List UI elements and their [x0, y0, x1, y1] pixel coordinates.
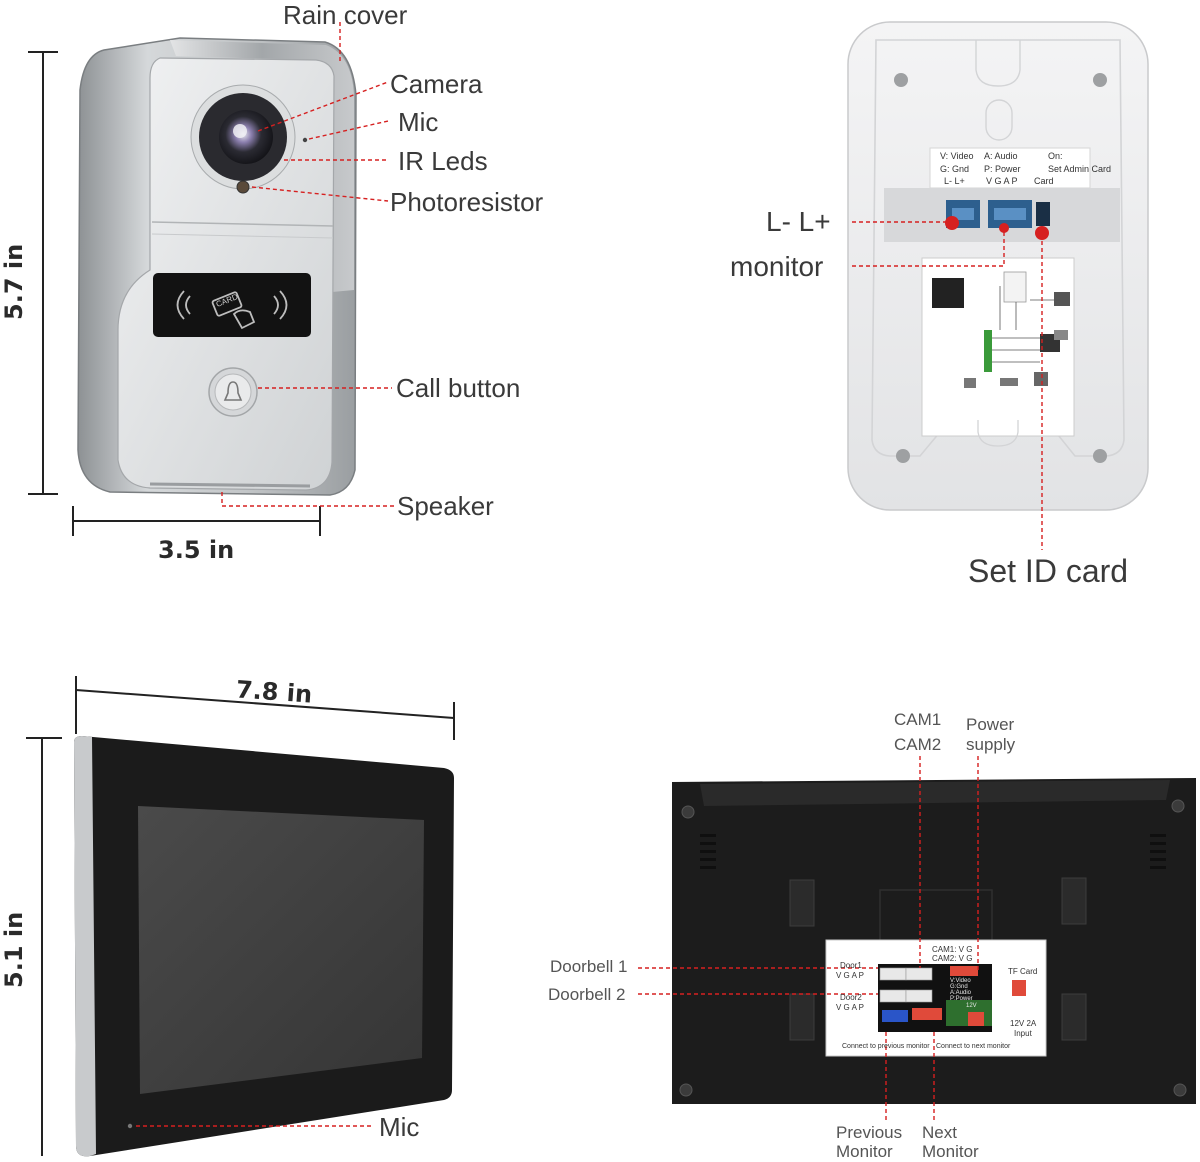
rain-cover-label: Rain cover	[283, 0, 408, 30]
legend-gnd: G: Gnd	[940, 164, 970, 174]
doorbell-2-label: Doorbell 2	[548, 985, 626, 1004]
previous-monitor-label-1: Previous	[836, 1123, 903, 1142]
doorbell-1-label: Doorbell 1	[550, 957, 628, 976]
cam2-label: CAM2	[894, 735, 942, 754]
panel-door1-vgap: V G A P	[836, 971, 865, 980]
mounting-hook	[789, 877, 1087, 1041]
screw-icon	[1171, 799, 1185, 813]
panel-legend-1: V:Video	[950, 978, 971, 984]
mic-label: Mic	[398, 107, 439, 137]
previous-monitor-connector	[882, 1010, 908, 1022]
mounting-slot	[985, 99, 1013, 141]
panel-legend-4: P:Power	[950, 996, 973, 1002]
camera-icon	[219, 110, 273, 164]
l-minus-plus-label: L- L+	[766, 206, 831, 237]
set-id-card-label: Set ID card	[968, 553, 1129, 589]
power-input-connector	[968, 1012, 984, 1026]
panel-legend-5: 12V	[966, 1003, 977, 1009]
bell-icon	[223, 381, 243, 401]
power-supply-label-2: supply	[966, 735, 1016, 754]
panel-power-in-1: 12V 2A	[1010, 1019, 1037, 1028]
panel-connect-previous: Connect to previous monitor	[842, 1043, 930, 1050]
panel-connect-next: Connect to next monitor	[936, 1043, 1011, 1050]
photoresistor-label: Photoresistor	[390, 187, 544, 217]
next-monitor-label-1: Next	[922, 1123, 957, 1142]
panel-door2-vgap: V G A P	[836, 1003, 865, 1012]
previous-monitor-label-2: Monitor	[836, 1142, 893, 1161]
ir-leds-label: IR Leds	[398, 146, 488, 176]
legend-on: On:	[1048, 151, 1063, 161]
admin-card-button[interactable]	[1036, 202, 1050, 226]
monitor-label: monitor	[730, 251, 824, 282]
screw-hole	[1093, 449, 1107, 463]
power-supply-label-1: Power	[966, 715, 1015, 734]
cam1-label: CAM1	[894, 710, 942, 729]
monitor-front-unit	[26, 676, 455, 1157]
doorbell-width-dimension: 3.5 in	[158, 536, 235, 564]
monitor-width-dim-line	[75, 689, 455, 719]
panel-power-in-2: Input	[1014, 1029, 1032, 1038]
panel-tf-card: TF Card	[1008, 967, 1038, 976]
call-button[interactable]	[214, 373, 252, 411]
vent-grille	[700, 834, 1166, 869]
monitor-terminal-marker	[999, 223, 1009, 233]
screw-hole	[1093, 73, 1107, 87]
legend-l-pair: L- L+	[944, 176, 965, 186]
panel-door1: Door1	[840, 961, 862, 970]
next-monitor-label-2: Monitor	[922, 1142, 979, 1161]
terminal-legend-label	[929, 147, 1091, 189]
panel-legend-3: A:Audio	[950, 990, 972, 996]
set-id-card-marker	[1035, 226, 1049, 240]
screw-icon	[679, 1083, 693, 1097]
l-terminal-marker	[945, 216, 959, 230]
mic-hole	[302, 137, 308, 143]
rfid-reader	[153, 273, 311, 337]
call-button-label: Call button	[396, 373, 521, 403]
legend-card: Card	[1034, 176, 1054, 186]
monitor-back-unit	[672, 778, 1196, 1104]
legend-audio: A: Audio	[984, 151, 1018, 161]
doorbell-height-dimension: 5.7 in	[0, 243, 28, 320]
speaker-label: Speaker	[397, 491, 494, 521]
monitor-width-dimension: 7.8 in	[235, 675, 314, 709]
monitor-mic-hole	[127, 1123, 133, 1129]
cam-connector	[950, 966, 978, 976]
door1-connector	[879, 967, 907, 981]
panel-cam2: CAM2: V G	[932, 954, 973, 963]
doorbell-back-callouts	[852, 216, 1049, 550]
card-reader-icon	[176, 290, 288, 330]
monitor-mic-label: Mic	[379, 1112, 420, 1142]
doorbell-back-unit	[847, 21, 1149, 511]
legend-set-admin-card: Set Admin Card	[1048, 164, 1112, 174]
legend-video: V: Video	[940, 151, 974, 161]
monitor-back-callouts	[638, 756, 979, 1120]
legend-power: P: Power	[984, 164, 1021, 174]
panel-cam1: CAM1: V G	[932, 945, 973, 954]
doorbell-front-unit	[28, 37, 357, 536]
door2-connector	[879, 989, 907, 1003]
camera-label: Camera	[390, 69, 483, 99]
monitor-height-dimension: 5.1 in	[0, 911, 28, 988]
photoresistor	[236, 180, 250, 194]
screw-hole	[894, 73, 908, 87]
tf-card-slot	[1012, 980, 1026, 996]
screw-hole	[896, 449, 910, 463]
panel-legend-2: G:Gnd	[950, 984, 968, 990]
monitor-screen	[138, 806, 424, 1094]
doorbell-front-callouts	[221, 22, 394, 507]
screw-icon	[681, 805, 695, 819]
screw-icon	[1173, 1083, 1187, 1097]
next-monitor-connector	[912, 1008, 942, 1020]
legend-vgap: V G A P	[986, 176, 1018, 186]
panel-door2: Door2	[840, 993, 862, 1002]
